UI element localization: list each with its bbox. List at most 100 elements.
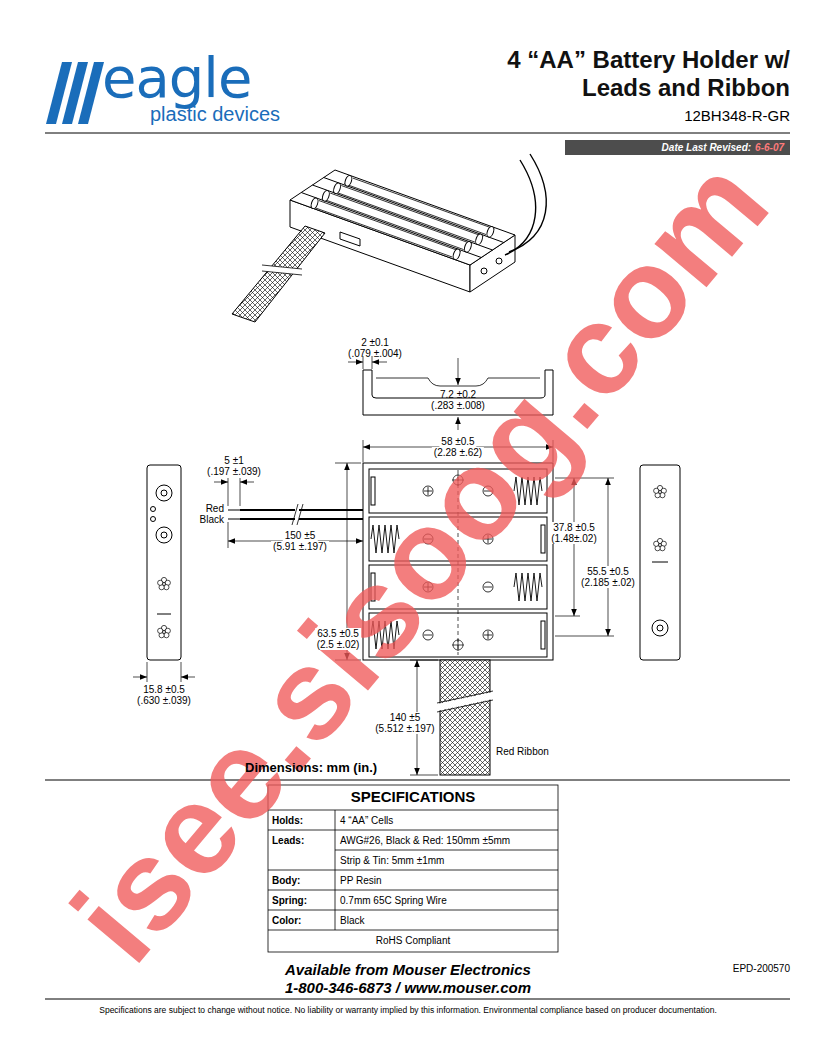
dimension-lines bbox=[181, 677, 195, 678]
table-cell: Holds: bbox=[272, 815, 303, 826]
end-view-left bbox=[156, 527, 172, 543]
table-cell: RoHS Compliant bbox=[376, 935, 450, 946]
ribbon bbox=[437, 692, 493, 711]
dimension: (.197 ±.039) bbox=[207, 466, 261, 477]
isometric-holder bbox=[463, 241, 472, 253]
table-heading: SPECIFICATIONS bbox=[351, 789, 476, 806]
end-view-right bbox=[640, 465, 680, 660]
dimension: 140 ±5 bbox=[388, 712, 423, 723]
dimension: (.630 ±.039) bbox=[137, 695, 191, 706]
box-text: 6-6-07 bbox=[755, 141, 784, 154]
dimension: 2 ±0.1 bbox=[361, 337, 389, 348]
table-cell: 4 “AA” Cells bbox=[340, 815, 393, 826]
isometric-holder bbox=[344, 175, 353, 187]
dimension-lines bbox=[608, 478, 609, 636]
ribbon bbox=[437, 691, 493, 712]
dimension-lines bbox=[228, 522, 229, 548]
lead-wires bbox=[228, 510, 240, 511]
dimension: (.283 ±.008) bbox=[431, 400, 485, 411]
lead-wires bbox=[240, 518, 363, 520]
end-view-left bbox=[156, 485, 172, 501]
end-view-right bbox=[652, 620, 668, 636]
part-number: 12BH348-R-GR bbox=[684, 108, 790, 125]
dimension: (5.512 ±.197) bbox=[373, 723, 436, 734]
dimension: 5 ±1 bbox=[224, 455, 243, 466]
table-cell: Spring: bbox=[272, 895, 307, 906]
logo-wordmark: eagle bbox=[102, 50, 251, 106]
dimension: 150 ±5 bbox=[283, 530, 318, 541]
dimension: 37.8 ±0.5 bbox=[551, 522, 597, 533]
isometric-holder bbox=[310, 197, 319, 209]
end-view-left bbox=[161, 532, 167, 538]
lead-wires bbox=[228, 519, 240, 520]
polarity-symbol bbox=[483, 630, 493, 640]
rule-lines bbox=[45, 133, 790, 999]
end-view-right bbox=[640, 465, 680, 660]
isometric-holder bbox=[232, 154, 546, 322]
end-view-left bbox=[151, 507, 156, 512]
dimension: 55.5 ±0.5 bbox=[585, 566, 631, 577]
logo-slashes bbox=[78, 62, 104, 124]
dimension-lines bbox=[228, 478, 240, 506]
lead-wires bbox=[228, 504, 363, 525]
isometric-holder bbox=[486, 226, 495, 238]
isometric-holder bbox=[310, 178, 494, 257]
end-view-left bbox=[157, 614, 171, 615]
rule-lines bbox=[45, 999, 790, 1000]
end-view-left bbox=[147, 465, 181, 660]
rule-lines bbox=[45, 133, 790, 134]
end-view-right bbox=[654, 538, 667, 550]
plan-view bbox=[452, 639, 464, 651]
vendor-contact: 1-800-346-6873 / www.mouser.com bbox=[285, 980, 531, 997]
dimension: 15.8 ±0.5 bbox=[143, 684, 185, 695]
end-view-right bbox=[657, 625, 663, 631]
dimension: (5.91 ±.197) bbox=[271, 541, 329, 552]
wire-label: Black bbox=[200, 514, 224, 525]
polarity-symbol bbox=[483, 582, 493, 592]
wire-label: Red bbox=[206, 503, 224, 514]
table-cell: PP Resin bbox=[340, 875, 382, 886]
page-title: 4 “AA” Battery Holder w/ Leads and Ribbo… bbox=[490, 46, 790, 101]
dimension: 63.5 ±0.5 bbox=[315, 628, 361, 639]
isometric-holder bbox=[340, 232, 360, 246]
plan-view bbox=[371, 477, 375, 505]
end-view-left bbox=[147, 465, 181, 660]
table-cell: Leads: bbox=[272, 835, 304, 846]
isometric-holder bbox=[496, 258, 502, 264]
isometric-holder bbox=[321, 190, 330, 202]
table-cell: 0.7mm 65C Spring Wire bbox=[340, 895, 447, 906]
isometric-holder bbox=[262, 265, 302, 275]
lead-wires bbox=[292, 504, 303, 525]
spec-table-grid bbox=[268, 785, 558, 952]
units-note: Dimensions: mm (in.) bbox=[245, 761, 377, 775]
document-number: EPD-200570 bbox=[733, 963, 790, 974]
dimension-lines bbox=[555, 478, 614, 636]
table-cell: Strip & Tin: 5mm ±1mm bbox=[340, 855, 444, 866]
isometric-holder bbox=[452, 248, 461, 260]
isometric-holder bbox=[301, 178, 504, 258]
isometric-holder bbox=[509, 154, 546, 252]
table-cell: AWG#26, Black & Red: 150mm ±5mm bbox=[340, 835, 510, 846]
spec-table-grid bbox=[268, 785, 558, 952]
end-view-left bbox=[151, 517, 156, 522]
isometric-holder bbox=[290, 170, 515, 265]
table-cell: Color: bbox=[272, 915, 301, 926]
dimension-lines bbox=[133, 677, 147, 678]
dimension-lines bbox=[214, 482, 228, 483]
plan-view bbox=[541, 525, 545, 553]
dimension: 58 ±0.5 bbox=[439, 436, 476, 447]
dimension: (1.48±.02) bbox=[549, 533, 599, 544]
isometric-holder bbox=[474, 233, 483, 245]
isometric-holder bbox=[481, 268, 487, 274]
dimension: 7.2 ±0.2 bbox=[440, 389, 476, 400]
end-view-right bbox=[652, 562, 668, 563]
ribbon bbox=[437, 660, 493, 775]
dimension: (2.5 ±.02) bbox=[315, 639, 362, 650]
box-text: Date Last Revised: bbox=[662, 141, 751, 154]
isometric-holder bbox=[505, 160, 536, 255]
table-cell: Black bbox=[340, 915, 364, 926]
dimension-lines bbox=[372, 362, 387, 363]
part-label: Red Ribbon bbox=[496, 746, 549, 757]
dimension-lines bbox=[458, 358, 459, 385]
dimension: (2.28 ±.62) bbox=[432, 447, 484, 458]
